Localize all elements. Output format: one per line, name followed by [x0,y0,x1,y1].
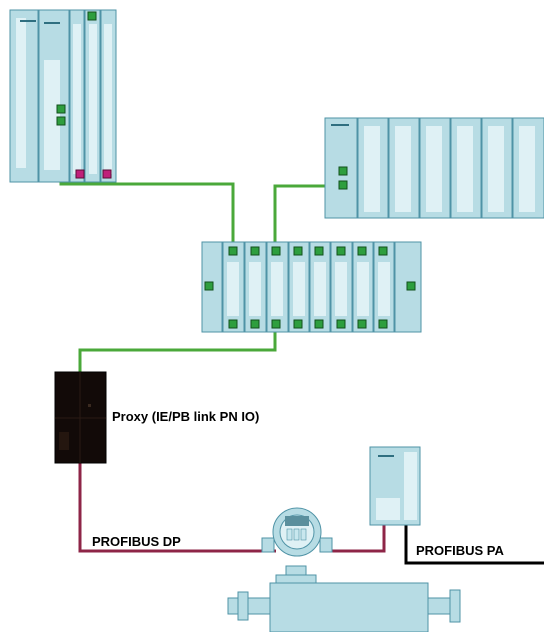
io-front-3 [426,126,442,212]
switch-port-bottom-8 [378,319,388,329]
transmitter-key-3 [300,528,307,541]
flange-left-outer [237,591,249,621]
switch-station [201,241,422,333]
proxy-indicator [88,404,91,407]
flange-right-outer [449,589,461,623]
coupler-led-bar [378,455,394,457]
switch-front-3 [271,262,283,316]
io-front-6 [519,126,535,212]
switch-front-2 [249,262,261,316]
flowmeter-device [227,507,461,632]
switch-port-bottom-7 [357,319,367,329]
slot-front-3 [104,24,112,174]
flange-left-stub [227,597,239,615]
switch-port-bottom-3 [271,319,281,329]
flowmeter-body [269,582,429,632]
switch-port-top-3 [271,246,281,256]
power-supply-front [16,18,26,168]
profibus-port-2 [102,169,112,179]
rack-port [87,11,97,21]
switch-port-bottom-2 [250,319,260,329]
switch-port-bottom-4 [293,319,303,329]
switch-port-top-6 [336,246,346,256]
proxy-label: Proxy (IE/PB link PN IO) [112,409,260,424]
slot-front-2 [89,24,97,174]
flowmeter-collar [275,574,317,584]
switch-front-6 [335,262,347,316]
transmitter-key-1 [286,528,293,541]
switch-port-top-2 [250,246,260,256]
switch-front-4 [293,262,305,316]
switch-port-top-1 [228,246,238,256]
switch-side-port-right [406,281,416,291]
switch-side-port-left [204,281,214,291]
io-rack [324,117,544,219]
flowmeter-gland-right [319,537,333,553]
switch-port-top-8 [378,246,388,256]
proxy-panel [59,432,69,450]
profibus-dp-label: PROFIBUS DP [92,534,181,549]
switch-front-7 [357,262,369,316]
io-port-1 [338,166,348,176]
dp-pa-coupler [369,446,421,526]
pipe-left [247,597,273,615]
switch-port-bottom-6 [336,319,346,329]
transmitter-display [285,516,309,526]
profibus-dp-cable [78,462,276,553]
proxy-device [54,371,107,464]
switch-port-top-4 [293,246,303,256]
transmitter-key-2 [293,528,300,541]
switch-port-bottom-5 [314,319,324,329]
cpu-led-bar [44,22,60,24]
switch-front-1 [227,262,239,316]
io-front-1 [364,126,380,212]
ethernet-cable-switch-to-proxy [78,328,277,373]
switch-front-5 [314,262,326,316]
io-led-bar [331,124,349,126]
switch-port-top-5 [314,246,324,256]
cables [59,123,544,565]
profibus-port-1 [75,169,85,179]
switch-ports [228,246,388,329]
profibus-pa-cable [404,525,544,565]
pipe-right [427,597,451,615]
profibus-dp-cable-to-coupler [330,525,386,553]
io-front-5 [488,126,504,212]
profibus-pa-label: PROFIBUS PA [416,543,504,558]
io-front-4 [457,126,473,212]
coupler-side [404,452,417,520]
slot-front-1 [73,24,81,174]
flowmeter-gland-left [261,537,275,553]
switch-front-8 [378,262,390,316]
io-port-2 [338,180,348,190]
power-led-bar [20,20,36,22]
cpu-rack [9,9,117,183]
cpu-port-1 [56,104,66,114]
cpu-port-2 [56,116,66,126]
switch-port-top-7 [357,246,367,256]
switch-port-bottom-1 [228,319,238,329]
cpu-front-panel [44,60,60,170]
coupler-cover [376,498,400,520]
io-front-2 [395,126,411,212]
ethernet-cable-rack-to-switch [273,184,343,252]
